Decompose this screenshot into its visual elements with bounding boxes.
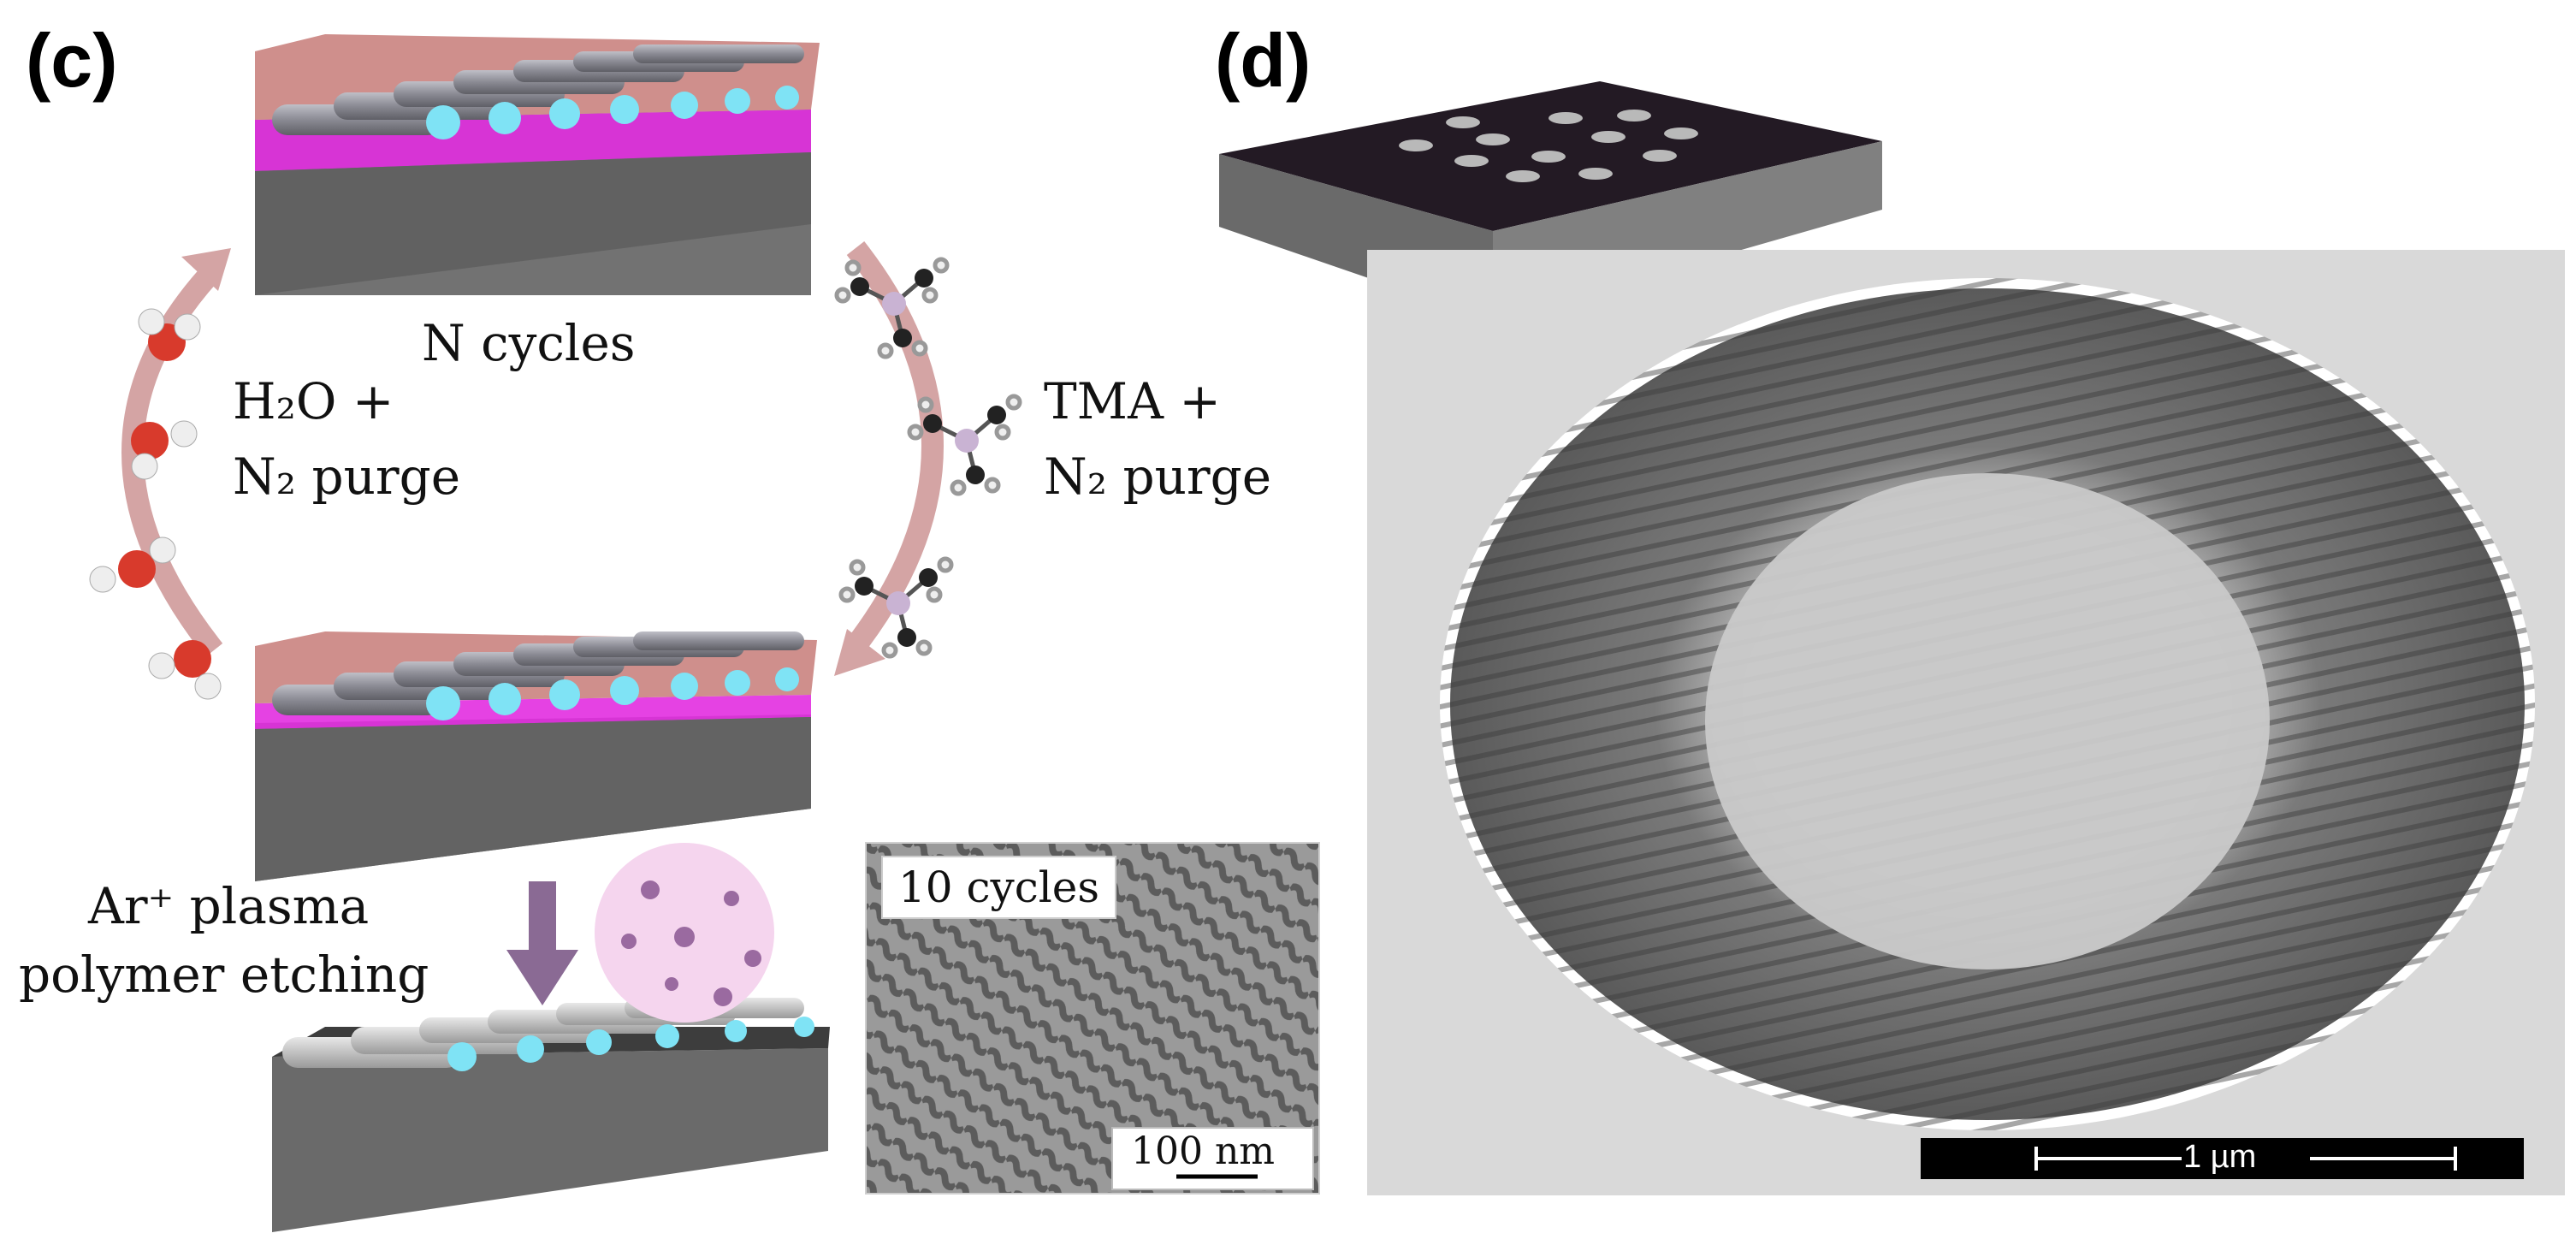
plasma-bubble xyxy=(595,843,774,1023)
micrograph-scalebar-label: 1 µm xyxy=(2183,1139,2257,1175)
tma-step-line1: TMA + xyxy=(1044,372,1221,430)
panel-d-label: (d) xyxy=(1215,18,1312,103)
cycles-label: N cycles xyxy=(422,314,636,372)
middle-block xyxy=(255,631,817,881)
inset-scalebar-label: 100 nm xyxy=(1131,1129,1276,1173)
h2o-arrow-head xyxy=(181,248,231,291)
hole-block-holes xyxy=(1399,110,1698,182)
etch-arrow xyxy=(506,881,578,1005)
micrograph xyxy=(1367,250,2565,1195)
top-block xyxy=(255,34,820,295)
bottom-block xyxy=(272,998,830,1232)
bottom-block-substrate xyxy=(272,1048,828,1232)
tma-step-line2: N₂ purge xyxy=(1044,448,1272,506)
water-step-line2: N₂ purge xyxy=(233,448,461,506)
panel-c-label: (c) xyxy=(26,18,118,103)
micrograph-lamellae xyxy=(1440,278,2535,1130)
water-molecules xyxy=(89,308,222,700)
top-block-cylinders xyxy=(272,44,804,139)
tma-molecules xyxy=(834,257,1022,659)
etch-step-line2: polymer etching xyxy=(19,946,429,1004)
water-step-line1: H₂O + xyxy=(233,372,394,430)
etch-step-line1: Ar⁺ plasma xyxy=(88,877,370,935)
inset-cycles-label: 10 cycles xyxy=(881,856,1117,919)
tma-arrow-head xyxy=(834,629,885,676)
middle-block-cylinders xyxy=(272,631,804,720)
h2o-arrow xyxy=(121,262,223,658)
